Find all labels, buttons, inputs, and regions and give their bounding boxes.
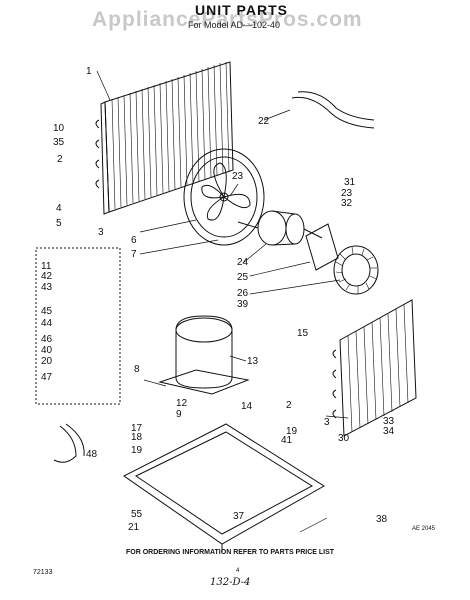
callout: 5 [56,218,62,229]
callout: 41 [281,435,293,446]
power-cord [53,423,85,463]
callout: 19 [131,445,143,456]
compressor [158,315,250,395]
callout: 21 [128,522,140,533]
callout: 40 [41,345,53,356]
callout: 19 [286,426,298,437]
callout: 4 [56,203,62,214]
callout: 33 [383,416,395,427]
callout: 22 [258,116,270,127]
drawing-code: AE 2045 [412,526,436,532]
callout: 45 [41,306,53,317]
callout: 44 [41,318,53,329]
callout: 46 [41,334,53,345]
callout: 3 [324,417,330,428]
callout: 11 [41,261,52,272]
callout: 26 [237,288,249,299]
callout: 8 [134,364,140,375]
watermark: AppliancePartsPros.com [92,8,363,31]
callout: 47 [41,372,53,383]
callout: 34 [383,426,395,437]
callout: 25 [237,272,249,283]
callout: 15 [297,328,309,339]
callout: 43 [41,282,53,293]
callout: 37 [233,511,245,522]
callout: 42 [41,271,53,282]
document-number: 72133 [33,569,53,576]
callout: 12 [176,398,188,409]
callout: 32 [341,198,353,209]
callout: 35 [53,137,65,148]
callout: 39 [237,299,249,310]
ordering-note: FOR ORDERING INFORMATION REFER TO PARTS … [126,549,335,556]
callout: 1 [86,66,92,77]
callout: 6 [131,235,137,246]
evaporator-coil [332,299,417,437]
callout: 30 [338,433,350,444]
fan-blade [183,148,265,246]
blower-assembly [305,223,379,295]
callout: 14 [241,401,253,412]
callout: 3 [98,227,104,238]
base-pan [123,423,325,552]
page-title: UNIT PARTS [195,2,288,18]
callout: 20 [41,356,53,367]
callout: 55 [131,509,143,520]
callout: 17 [131,423,143,434]
callout: 48 [86,449,98,460]
callout: 2 [57,154,63,165]
condenser-coil [95,61,234,215]
callout: 13 [247,356,259,367]
callout: 18 [131,432,143,443]
callout: 31 [344,177,356,188]
electrical-parts-box [35,247,121,405]
callout: 23 [232,171,244,182]
callout-labels: 1 10 35 2 4 3 5 11 42 43 45 44 46 20 40 … [41,66,395,533]
page-number: 4 [236,568,240,574]
handwritten-note: 132-D-4 [210,577,251,588]
callout: 2 [286,400,292,411]
callout: 10 [53,123,65,134]
callout: 23 [341,188,353,199]
callout: 9 [176,409,182,420]
tube-part [291,91,375,129]
model-subtitle: For Model AD—102-40 [188,20,281,30]
callout: 24 [237,257,249,268]
fan-motor [237,210,323,246]
callout: 38 [376,514,388,525]
callout: 7 [131,249,137,260]
